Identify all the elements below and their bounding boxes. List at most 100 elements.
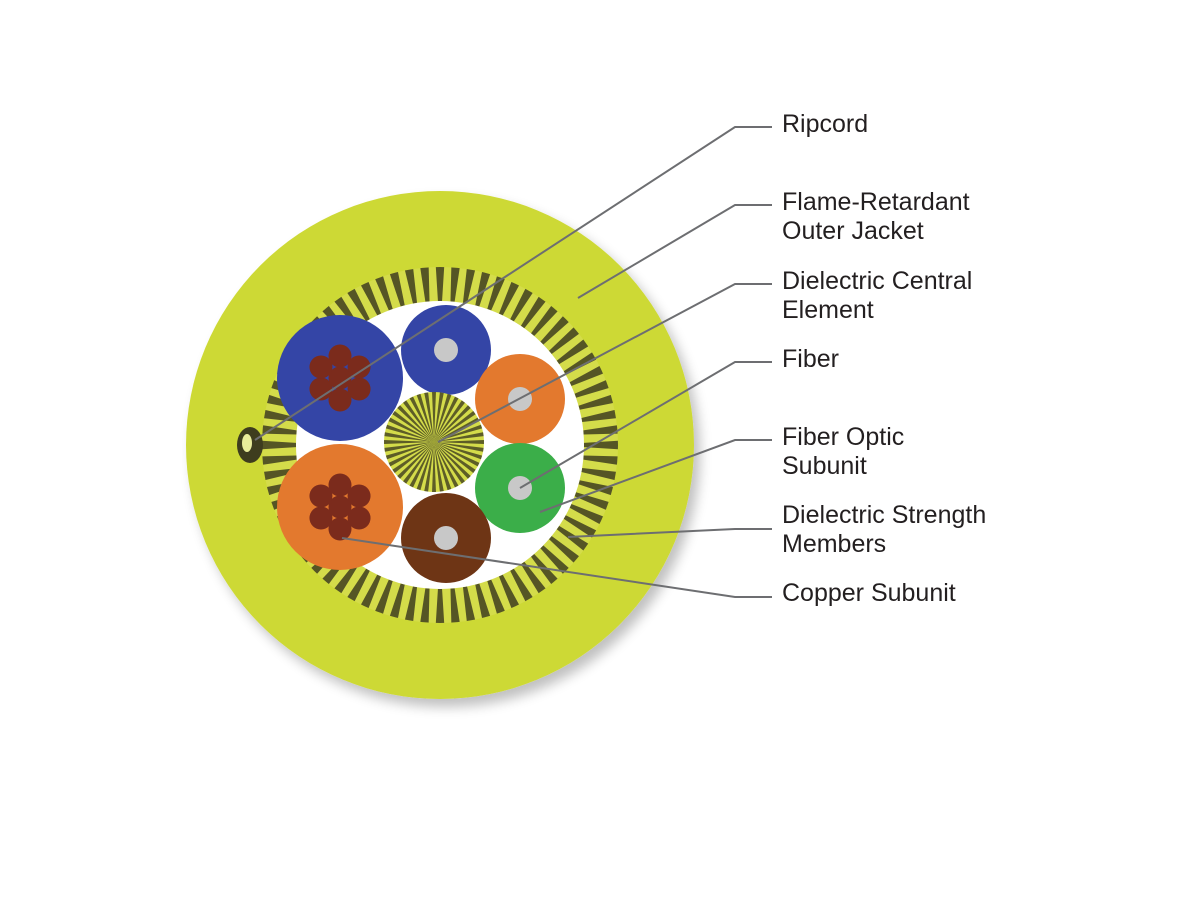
central-strand bbox=[424, 442, 434, 492]
strength-strand bbox=[548, 535, 581, 564]
central-strand bbox=[409, 442, 434, 488]
strength-strand bbox=[510, 287, 534, 322]
central-strand bbox=[384, 442, 434, 452]
label-fiber-optic-subunit: Fiber Optic Subunit bbox=[782, 423, 911, 480]
central-strand bbox=[424, 392, 434, 442]
central-strand bbox=[434, 442, 471, 479]
strength-strand bbox=[262, 425, 297, 435]
label-ripcord: Ripcord bbox=[782, 110, 868, 138]
strength-strand bbox=[548, 326, 581, 355]
leader-fiber-optic-subunit bbox=[539, 439, 772, 513]
copper-wire bbox=[328, 517, 352, 541]
subunits bbox=[277, 305, 565, 583]
strength-strand bbox=[530, 304, 559, 337]
central-strand bbox=[385, 424, 434, 442]
central-strand bbox=[416, 393, 434, 442]
strength-strand bbox=[360, 574, 382, 610]
strength-strand bbox=[333, 561, 360, 595]
central-strand bbox=[432, 392, 436, 442]
strength-strand bbox=[578, 394, 615, 410]
central-strand bbox=[434, 442, 476, 473]
leader-ripcord bbox=[254, 126, 772, 441]
strength-strand bbox=[487, 274, 506, 311]
central-strand bbox=[434, 442, 444, 492]
central-strand bbox=[384, 440, 434, 444]
central-strand bbox=[385, 442, 434, 460]
copper-wire bbox=[347, 484, 371, 508]
leader-central-element bbox=[437, 283, 772, 443]
central-strand bbox=[434, 396, 459, 442]
strength-strand bbox=[435, 267, 445, 302]
leader-fiber bbox=[519, 361, 772, 489]
fiber-core bbox=[434, 526, 458, 550]
central-strand bbox=[434, 442, 484, 452]
central-strand bbox=[434, 405, 471, 442]
strength-strand bbox=[420, 588, 430, 623]
strength-strand bbox=[498, 280, 520, 316]
central-strand bbox=[397, 442, 434, 479]
strength-strand bbox=[556, 338, 590, 365]
copper-wire bbox=[309, 377, 333, 401]
fiber-core bbox=[434, 338, 458, 362]
strength-strand bbox=[569, 365, 605, 387]
strength-strand bbox=[374, 274, 393, 311]
central-strand bbox=[434, 392, 444, 442]
central-strand bbox=[397, 405, 434, 442]
central-strand bbox=[434, 442, 459, 488]
ripcord bbox=[237, 427, 263, 463]
copper-wire bbox=[347, 355, 371, 379]
central-strand bbox=[434, 442, 483, 460]
central-strand bbox=[434, 442, 480, 467]
central-strand bbox=[388, 442, 434, 467]
strength-strand bbox=[487, 579, 506, 616]
label-outer-jacket: Flame-Retardant Outer Jacket bbox=[782, 188, 977, 245]
strength-strand bbox=[583, 425, 618, 435]
strength-strand bbox=[262, 409, 299, 423]
strength-strand bbox=[475, 270, 491, 307]
central-strand bbox=[434, 393, 452, 442]
central-element-strands bbox=[384, 392, 484, 492]
central-strand bbox=[432, 442, 436, 492]
central-strand bbox=[384, 432, 434, 442]
strength-strand bbox=[563, 515, 598, 539]
strength-strand bbox=[404, 586, 418, 623]
leader-lines bbox=[254, 126, 772, 598]
copper-wire bbox=[328, 366, 352, 390]
strength-strand bbox=[262, 455, 297, 465]
central-strand bbox=[434, 432, 484, 442]
central-strand bbox=[392, 442, 434, 473]
strength-strand bbox=[450, 267, 460, 302]
strength-strand bbox=[556, 525, 590, 552]
strength-strand bbox=[420, 267, 430, 302]
strength-strand bbox=[374, 579, 393, 616]
central-strand bbox=[434, 411, 476, 442]
strength-strand bbox=[581, 467, 618, 481]
strength-strand bbox=[262, 440, 297, 450]
callout-labels: Ripcord Flame-Retardant Outer Jacket Die… bbox=[782, 110, 993, 607]
copper-wire bbox=[328, 344, 352, 368]
strength-strand bbox=[520, 561, 547, 595]
copper-wire bbox=[328, 388, 352, 412]
central-strand bbox=[434, 442, 452, 491]
copper-wire bbox=[347, 377, 371, 401]
copper-wire bbox=[328, 495, 352, 519]
strength-strand bbox=[540, 545, 571, 576]
copper-wire bbox=[309, 484, 333, 508]
strength-strand bbox=[475, 583, 491, 620]
central-strand bbox=[403, 442, 434, 484]
leader-copper-subunit bbox=[341, 537, 772, 598]
strength-strand bbox=[510, 568, 534, 603]
copper-wires-blue bbox=[309, 344, 371, 412]
copper-wire bbox=[309, 506, 333, 530]
central-strand bbox=[388, 417, 434, 442]
leader-outer-jacket bbox=[577, 204, 772, 299]
strength-strand bbox=[360, 280, 382, 316]
label-strength-members: Dielectric Strength Members bbox=[782, 501, 993, 558]
strength-strand bbox=[346, 568, 370, 603]
strength-strand bbox=[581, 409, 618, 423]
copper-wires-orange bbox=[309, 473, 371, 541]
copper-wire bbox=[309, 355, 333, 379]
central-strand bbox=[434, 417, 480, 442]
strength-strand bbox=[540, 314, 571, 345]
